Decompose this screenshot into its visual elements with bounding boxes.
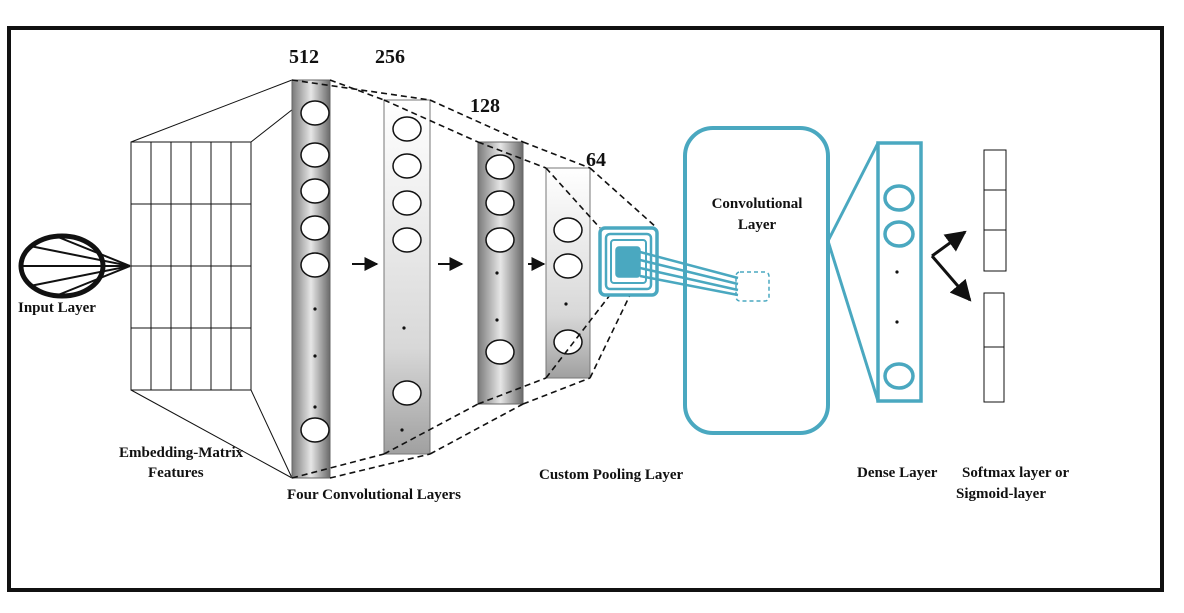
outer-frame [7,26,1164,592]
softmax-label-line1: Softmax layer or [962,465,1070,481]
layer-size-512: 512 [289,46,319,68]
dense-layer-dots [895,270,899,324]
dense-layer-column [876,141,923,403]
embedding-label-line1: Embedding-Matrix [119,445,244,461]
custom-pooling-label: Custom Pooling Layer [539,467,684,483]
softmax-output-stack [983,149,1007,272]
embedding-label-line2: Features [148,465,204,481]
dense-layer-label: Dense Layer [857,465,938,481]
conv-layer-label-line2: Layer [738,217,777,233]
conv-layer-64-dot [564,302,568,306]
conv-layer-label-line1: Convolutional [712,196,803,212]
dense-layer-nodes [883,184,915,390]
custom-pooling-layer-shape [598,226,659,297]
input-layer-shape [18,233,131,299]
convolutional-layer-box [683,126,830,435]
conv-layer-512-dots [313,307,317,409]
conv-feature-map-box [735,271,770,302]
four-conv-layers-label: Four Convolutional Layers [287,487,461,503]
conv-layer-128-dots [495,271,499,322]
conv-layer-256-dots [400,326,406,432]
conv-layer-64-nodes [553,217,583,355]
layer-size-128: 128 [470,95,500,117]
embedding-matrix-grid [130,141,252,391]
input-layer-label: Input Layer [18,300,96,316]
layer-size-64: 64 [586,149,606,171]
conv-to-dense-lines [826,142,880,402]
sigmoid-output-stack [983,292,1005,403]
conv-layer-512-nodes [300,100,330,443]
conv-dashed-connections [291,79,658,479]
conv-layer-128-nodes [485,154,515,365]
layer-size-256: 256 [375,46,405,68]
softmax-label-line2: Sigmoid-layer [956,486,1046,502]
pooling-projection-lines [639,250,739,297]
output-arrows [930,230,972,302]
conv-layer-256-nodes [392,116,422,406]
